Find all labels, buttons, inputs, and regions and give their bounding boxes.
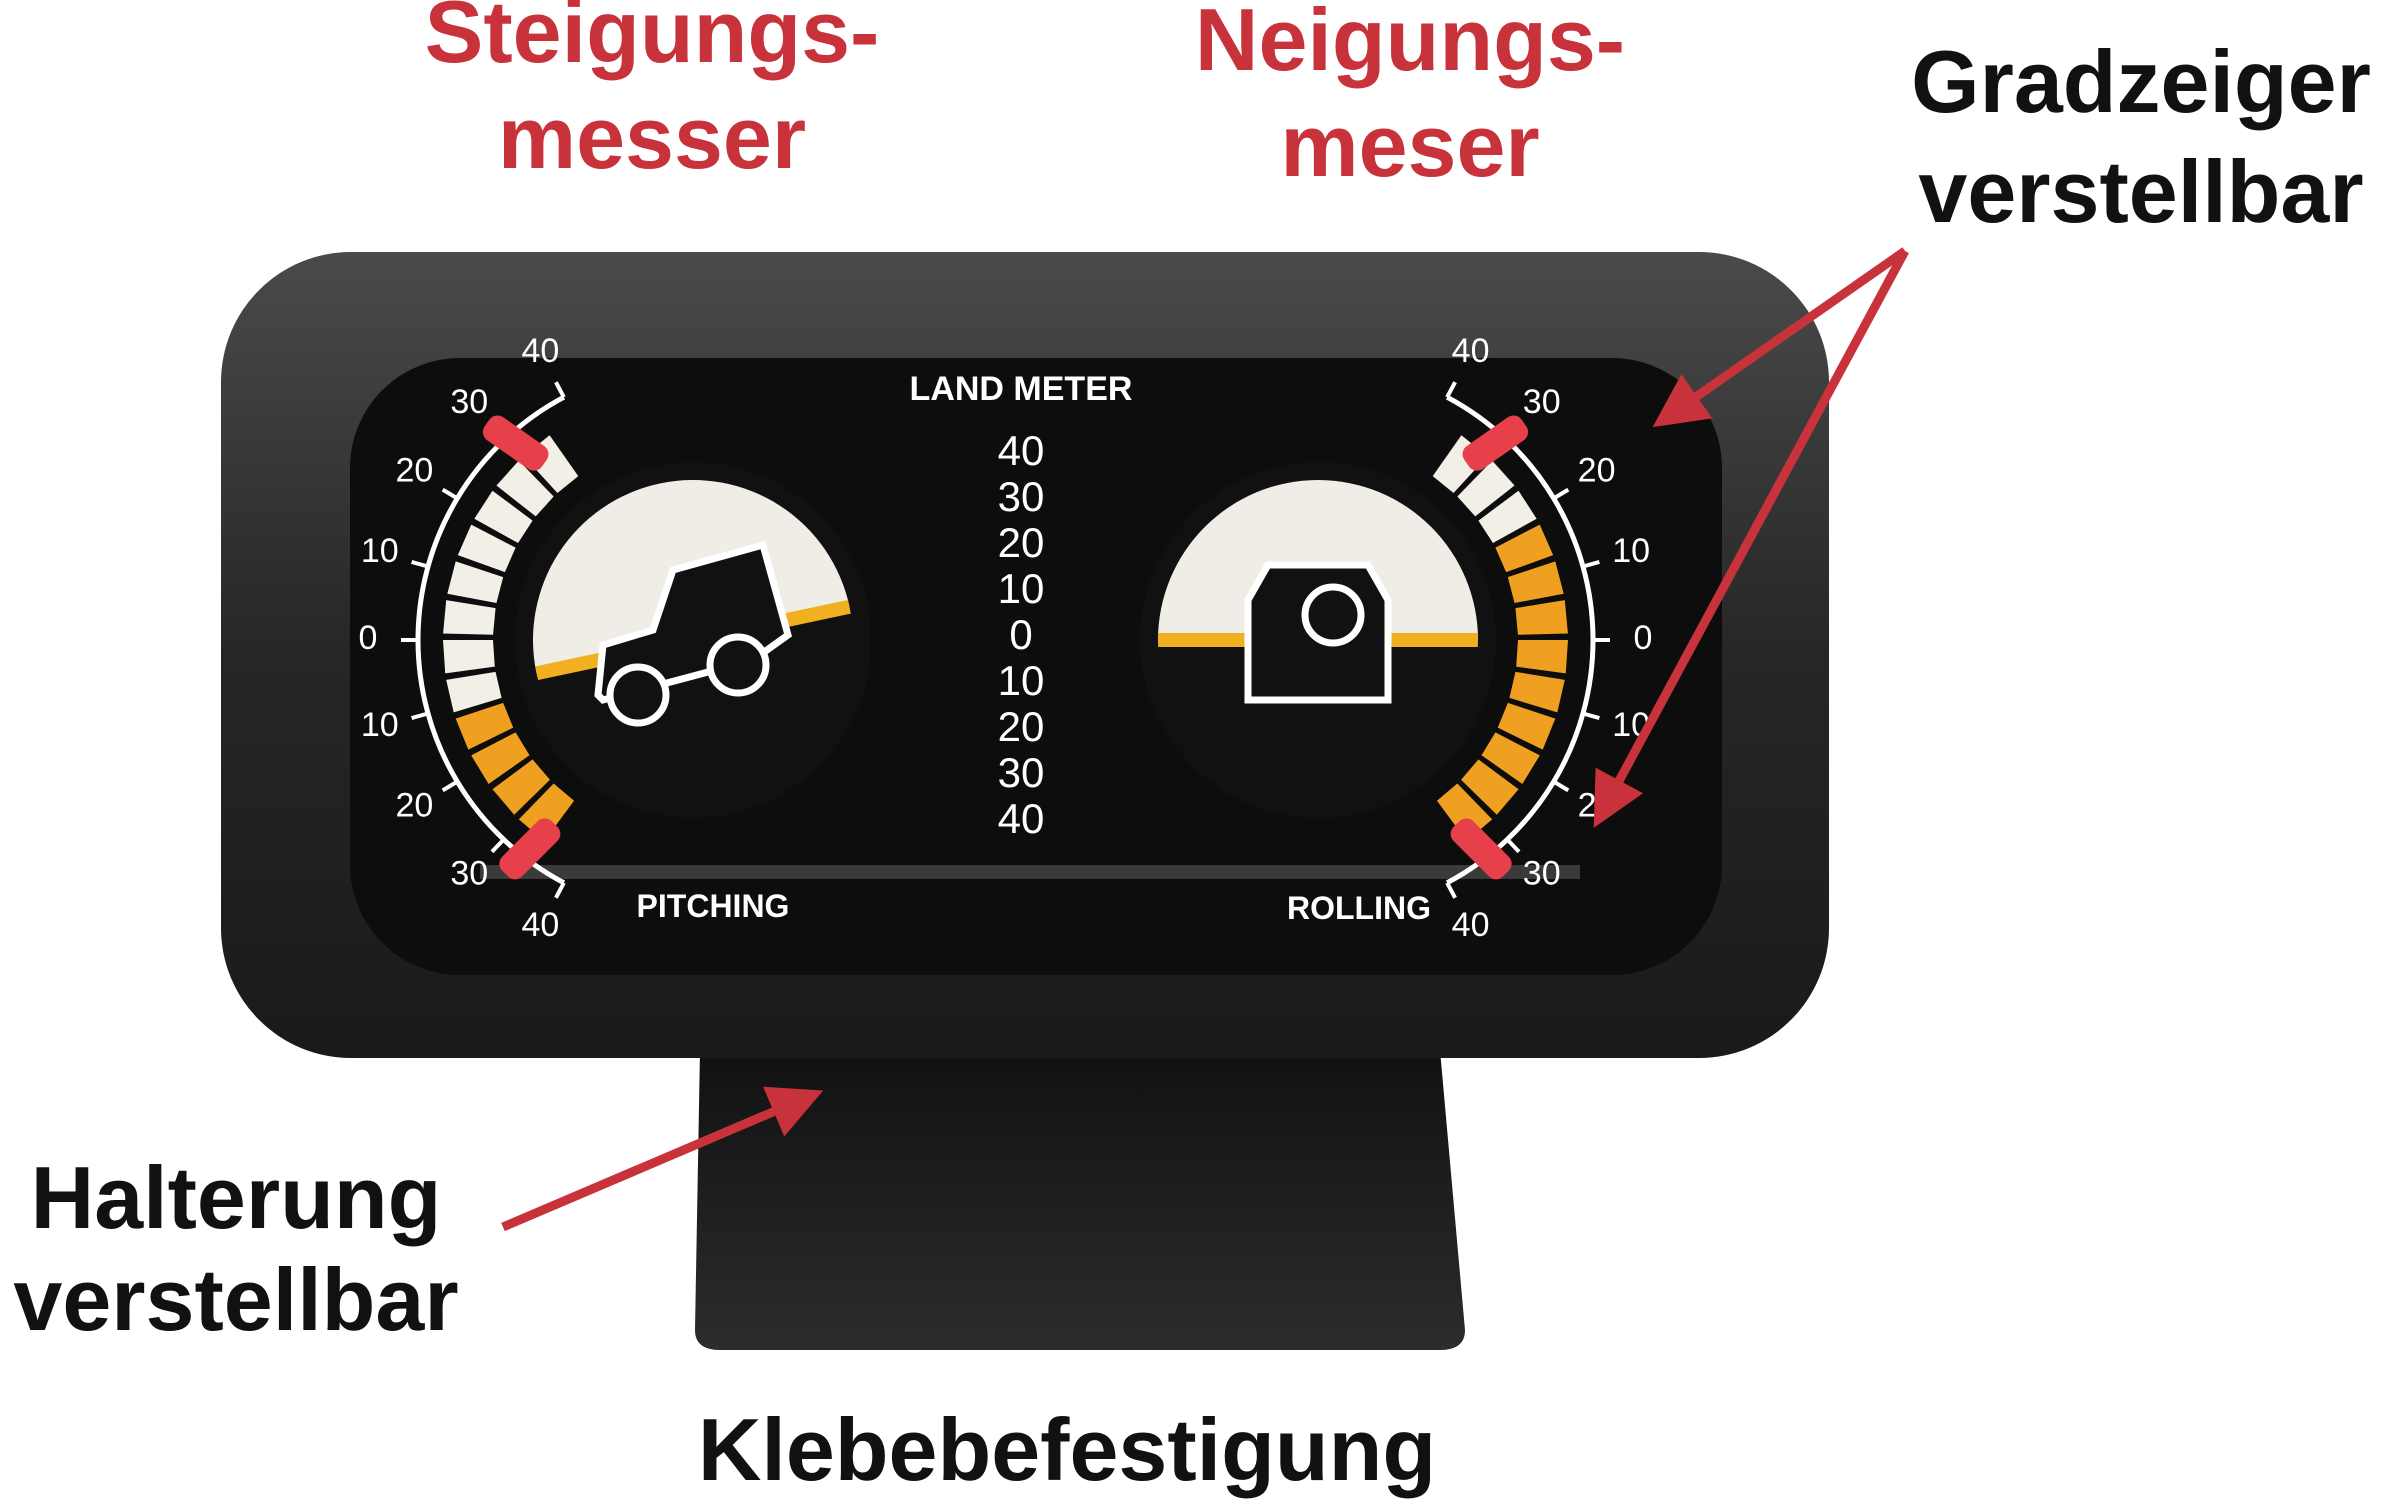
pitch-meter-label-line1: Steigungs- [425,0,880,81]
left-scale-tick [490,838,506,854]
right-level-segment [1461,759,1519,815]
roll-meter-label-line1: Neigungs- [1195,0,1625,89]
right-lower-degree-pointer [1450,818,1512,880]
pitching-vehicle-wheel-icon [706,633,770,697]
rolling-spare-wheel-icon [1301,583,1365,647]
left-level-segment [474,490,533,544]
mount-label-line2: verstellbar [13,1250,458,1349]
right-level-segment [1497,702,1556,750]
center-scale-number: 20 [998,519,1045,566]
brand-label: LAND METER [910,370,1133,408]
left-level-segment [443,600,496,635]
center-scale-number: 10 [998,657,1045,704]
left-upper-degree-pointer [482,415,549,471]
mount-label-line1: Halterung [31,1148,442,1247]
left-level-segment [496,460,554,517]
left-level-segment [457,524,516,573]
left-scale-number: 40 [522,332,560,370]
left-scale-tick [554,381,566,399]
left-scale-number: 30 [450,383,488,421]
right-scale-tick [1445,381,1457,399]
left-scale-number: 10 [361,706,399,744]
left-level-segment [447,561,504,603]
left-scale-number: 10 [361,532,399,570]
right-scale-tick [1445,881,1457,899]
left-level-segment [455,702,514,750]
left-scale-tick [411,711,429,720]
left-scale-number: 0 [359,619,378,657]
right-scale-number: 40 [1452,332,1490,370]
roll-meter-label-line2: meser [1280,96,1539,195]
pitching-label: PITCHING [637,888,790,924]
left-scale-number: 40 [522,906,560,944]
right-level-segment [1516,640,1568,674]
right-level-segment [1478,490,1537,544]
right-level-segment [1457,460,1515,517]
right-scale-number: 30 [1523,855,1561,893]
center-scale-number: 40 [998,427,1045,474]
pitching-vehicle-wheel-icon [606,663,670,727]
right-scale-tick [1582,560,1600,569]
left-level-segment [446,671,502,713]
right-scale-number: 40 [1452,906,1490,944]
mount-arrow [501,1086,824,1232]
bottom-rail [480,865,1580,879]
degree-pointer-label-line1: Gradzeiger [1911,32,2371,131]
right-scale-number: 10 [1612,532,1650,570]
right-scale-number: 0 [1634,619,1653,657]
rolling-label: ROLLING [1287,890,1431,926]
right-level-segment [1507,561,1564,603]
right-scale-tick [1552,487,1570,501]
right-level-segment [1495,524,1554,573]
right-outer-scale-arc [1445,394,1596,886]
center-scale-number: 30 [998,473,1045,520]
center-scale-number: 30 [998,749,1045,796]
left-scale-tick [411,560,429,569]
left-scale-tick [441,779,459,793]
right-scale-tick [1582,711,1600,720]
left-scale-number: 20 [396,452,434,490]
right-scale-number: 20 [1578,452,1616,490]
pointer-arrow-bottom [1593,248,1909,828]
left-level-segment [471,732,530,784]
pointer-arrow-top [1652,247,1908,428]
left-scale-tick [441,487,459,501]
center-scale-number: 0 [1009,611,1032,658]
right-scale-number: 30 [1523,383,1561,421]
adhesive-label: Klebebefestigung [698,1400,1436,1499]
left-scale-number: 20 [396,786,434,824]
degree-pointer-label-line2: verstellbar [1918,142,2363,241]
right-level-segment [1481,732,1540,784]
center-scale-number: 40 [998,795,1045,842]
right-level-segment [1509,671,1565,713]
left-level-segment [492,759,550,815]
left-lower-degree-pointer [499,818,561,880]
right-scale-tick [1505,838,1521,854]
left-scale-tick [554,881,566,899]
center-scale-number: 20 [998,703,1045,750]
right-level-segment [1515,600,1568,635]
adjustable-mount [695,1050,1465,1350]
right-scale-tick [1552,779,1570,793]
left-level-segment [443,640,495,674]
center-scale-number: 10 [998,565,1045,612]
pitch-meter-label-line2: messer [498,88,806,187]
right-upper-degree-pointer [1462,415,1529,471]
left-scale-number: 30 [450,855,488,893]
